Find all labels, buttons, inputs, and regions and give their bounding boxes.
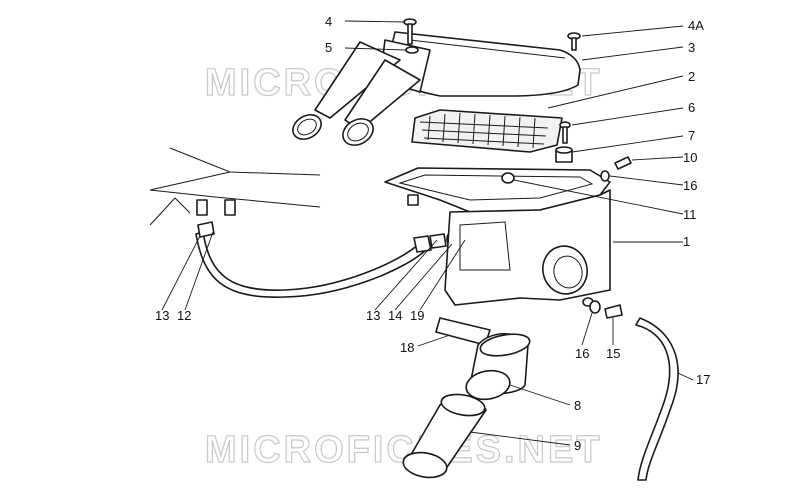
callout-3: 3 xyxy=(688,40,695,55)
air-filter-element xyxy=(411,109,563,153)
callout-13-left: 13 xyxy=(155,308,169,323)
drain-fitting xyxy=(589,300,623,319)
leader-lines xyxy=(161,20,694,446)
air-box-housing xyxy=(384,167,611,307)
frame-bracket xyxy=(149,147,321,226)
callout-10: 10 xyxy=(683,150,697,165)
intake-duct xyxy=(465,333,531,401)
callout-16-bottom: 16 xyxy=(575,346,589,361)
intake-tube xyxy=(402,393,487,479)
callout-5: 5 xyxy=(325,40,332,55)
callout-9: 9 xyxy=(574,438,581,453)
callout-4a: 4A xyxy=(688,18,704,33)
callout-12: 12 xyxy=(177,308,191,323)
callout-6: 6 xyxy=(688,100,695,115)
callout-14: 14 xyxy=(388,308,402,323)
callout-19: 19 xyxy=(410,308,424,323)
callout-17: 17 xyxy=(696,372,710,387)
drain-hose xyxy=(635,317,679,481)
callout-1: 1 xyxy=(683,234,690,249)
breather-hose xyxy=(195,221,432,298)
callout-labels: 4 4A 5 3 2 6 7 10 16 11 1 13 12 13 14 19… xyxy=(155,14,710,453)
callout-2: 2 xyxy=(688,69,695,84)
callout-15: 15 xyxy=(606,346,620,361)
intake-cover xyxy=(292,31,581,146)
filter-screw xyxy=(555,121,573,163)
side-screw xyxy=(600,156,632,182)
callout-7: 7 xyxy=(688,128,695,143)
callout-8: 8 xyxy=(574,398,581,413)
callout-18: 18 xyxy=(400,340,414,355)
callout-16-top: 16 xyxy=(683,178,697,193)
callout-13-mid: 13 xyxy=(366,308,380,323)
callout-4: 4 xyxy=(325,14,332,29)
cover-screws xyxy=(403,18,581,54)
callout-11: 11 xyxy=(683,207,697,222)
watermark-bottom: MICROFICHES.NET xyxy=(205,429,603,471)
